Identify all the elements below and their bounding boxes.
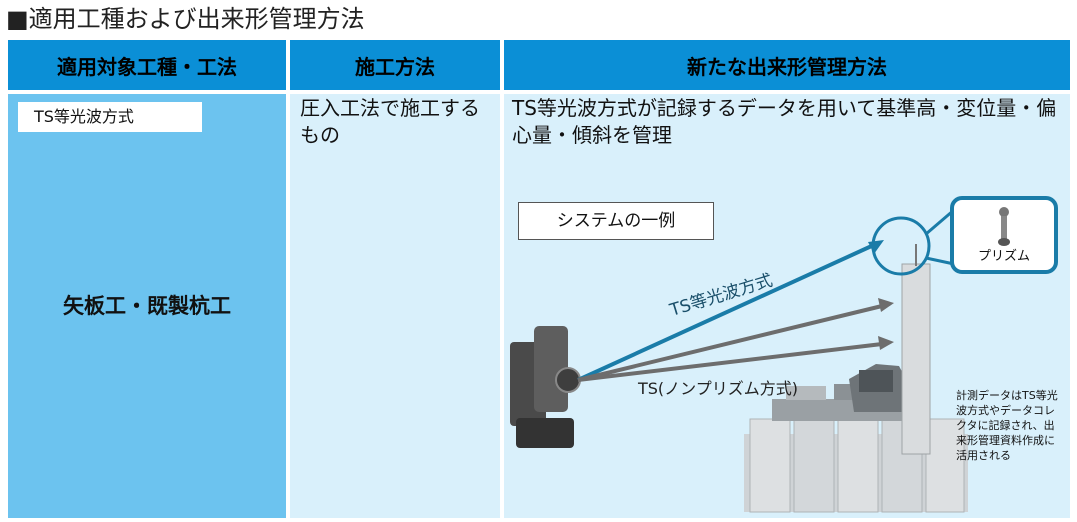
construction-method-cell	[290, 94, 500, 518]
prism-icon	[998, 207, 1010, 246]
measurement-arrows	[577, 240, 894, 382]
header-construction-method: 施工方法	[290, 40, 500, 90]
header-new-method: 新たな出来形管理方法	[504, 40, 1070, 90]
work-type-cell	[8, 94, 286, 518]
header-applicable-work: 適用対象工種・工法	[8, 40, 286, 90]
sheet-pile-wall	[744, 418, 968, 513]
pile	[901, 263, 931, 455]
new-method-text: TS等光波方式が記録するデータを用いて基準高・変位量・偏心量・傾斜を管理	[512, 96, 1057, 147]
construction-method-text: 圧入工法で施工するもの	[300, 96, 480, 147]
callout-line	[925, 208, 955, 236]
target-circle	[871, 216, 931, 276]
callout-line	[925, 256, 955, 266]
page-title: ■適用工種および出来形管理方法	[6, 5, 365, 33]
press-in-machine	[772, 364, 922, 421]
measurement-note: 計測データはTS等光波方式やデータコレクタに記録され、出来形管理資料作成に活用さ…	[956, 389, 1058, 462]
prism-callout: プリズム	[950, 196, 1058, 274]
work-type-label: 矢板工・既製杭工	[63, 294, 231, 318]
ts-nonprism-label: TS(ノンプリズム方式)	[637, 379, 798, 398]
prism-label: プリズム	[977, 249, 1030, 264]
system-diagram: TS等光波方式 TS(ノンプリズム方式)	[510, 208, 968, 513]
total-station-icon	[510, 326, 581, 448]
system-example-box: システムの一例	[518, 202, 714, 240]
method-name-box: TS等光波方式	[18, 102, 202, 132]
